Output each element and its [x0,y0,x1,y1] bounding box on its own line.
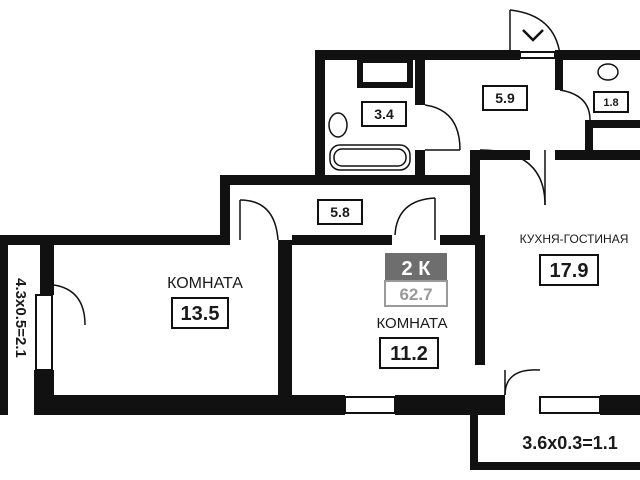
labels: 2 К 62.7 КОМНАТА 13.5 КОМНАТА 11.2 КУХНЯ… [12,90,628,453]
door-swing [479,149,546,206]
wall-segment [475,235,485,365]
wall-segment [357,57,413,88]
total-area: 62.7 [399,285,432,304]
balcony-left-area: 4.3x0.5=2.1 [12,278,29,358]
window [35,294,53,371]
room-left-area: 13.5 [181,303,220,325]
wall-segment [315,50,325,185]
wall-segment [415,60,425,105]
wall-segment [440,235,480,245]
window [539,396,601,414]
total-area-badge [384,280,448,307]
area-box-corridor [317,199,363,225]
windows [35,51,601,414]
area-box-balcony-bottom [500,428,640,458]
door-swing [424,104,461,151]
door-swing [509,9,561,56]
wall-segment [470,462,640,470]
door-swing [394,197,436,236]
area-box-room-left [171,297,229,329]
bathtub-inner [333,148,407,167]
wall-segment [220,175,230,240]
wall-segment [40,395,345,415]
wall-segment [600,395,640,415]
wall-segment [470,150,480,235]
kitchen-name: КУХНЯ-ГОСТИНАЯ [520,232,629,246]
wall-segment [585,120,640,128]
wall-segment [292,235,392,245]
door-swing [504,369,541,396]
wall-segment [395,395,505,415]
corridor-area: 5.8 [330,204,350,220]
wall-segment [555,150,640,160]
area-box-bathroom [361,101,407,127]
fixtures [328,63,619,171]
apartment-type: 2 К [402,258,432,280]
doors [53,9,591,396]
area-box-room-middle [379,337,439,369]
balcony-bottom-area: 3.6x0.3=1.1 [522,433,618,453]
wall-segment [0,235,230,245]
walls [0,50,640,470]
door-swing [239,199,279,241]
wall-segment [220,175,470,185]
wall-segment [470,150,530,160]
window [344,396,396,414]
door-swing [559,89,591,121]
kitchen-area: 17.9 [550,260,589,282]
area-box-wc [593,91,629,113]
wall-segment [470,415,478,470]
room-left-name: КОМНАТА [167,275,243,292]
wall-segment [585,120,593,150]
room-middle-area: 11.2 [390,343,428,365]
wall-segment [278,240,292,400]
wall-segment [315,50,520,60]
wall-segment [415,150,425,185]
wall-segment [40,235,54,295]
area-boxes [171,85,640,458]
wc-area: 1.8 [603,97,618,109]
door-swing [53,284,86,326]
bathroom-area: 3.4 [374,106,394,122]
wc-sink [597,63,619,81]
window [519,51,556,59]
wall-segment [555,50,640,60]
bathroom-sink [328,112,348,138]
area-box-kitchen [539,254,599,286]
wall-segment [555,60,563,90]
hall-area: 5.9 [495,90,515,106]
chevron-down-icon [522,29,544,42]
area-box-hall [482,85,528,111]
apartment-type-badge [385,253,447,281]
room-middle-name: КОМНАТА [376,315,447,332]
wall-segment [0,245,8,415]
bathtub [329,144,411,171]
